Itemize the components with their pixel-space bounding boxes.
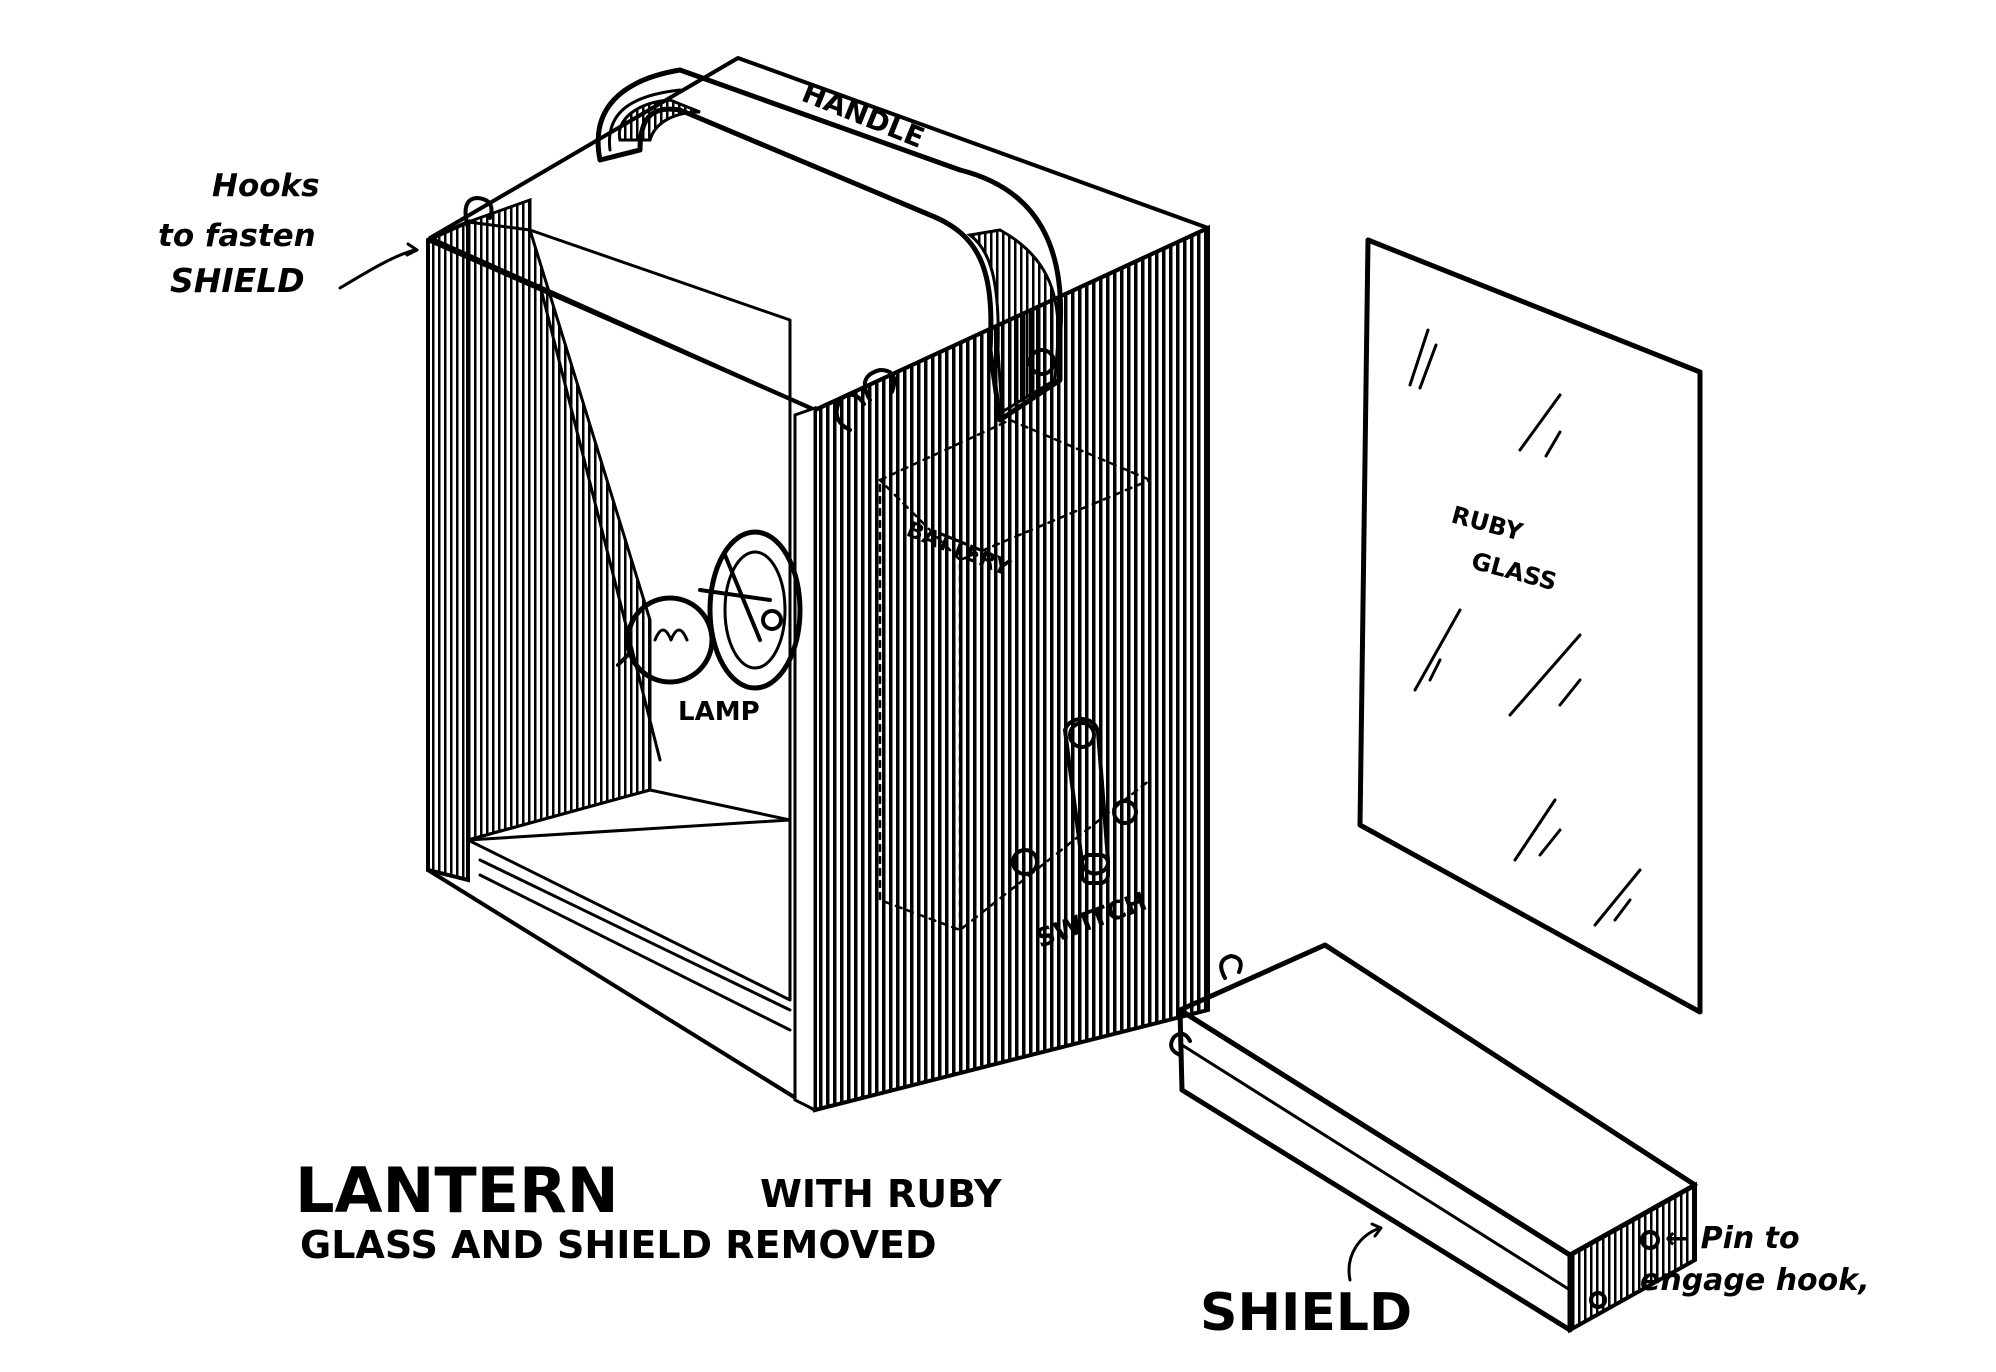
label-pin-line2: engage hook,: [1640, 1263, 1870, 1298]
label-ruby-line2: GLASS: [1468, 547, 1559, 597]
ruby-glass: [1357, 237, 1703, 1015]
label-ruby-line1: RUBY: [1448, 501, 1526, 547]
hook-front-right: [834, 392, 866, 432]
label-shield: SHIELD: [1200, 1283, 1412, 1343]
caption-title-rest1: WITH RUBY: [760, 1172, 1002, 1216]
switch-contact-right: [1112, 799, 1138, 825]
caption-title-rest2: GLASS AND SHIELD REMOVED: [300, 1223, 937, 1267]
label-hooks-line2: to fasten: [158, 218, 316, 254]
shield-leader-arrow: [1347, 1226, 1382, 1282]
lamp-bulb: [625, 595, 715, 685]
hook-top-left: [463, 196, 494, 230]
lantern-left-stile: [426, 218, 470, 883]
label-lamp: LAMP: [678, 697, 760, 727]
shield-end-face: [1568, 1181, 1697, 1334]
battery-outline: [878, 418, 1152, 932]
hooks-leader-arrow: [338, 248, 417, 290]
label-pin-line1: ← Pin to: [1665, 1221, 1800, 1256]
lamp-assembly: [616, 529, 803, 691]
shield-top-face: [1177, 942, 1698, 1258]
lantern-opening: [466, 220, 792, 1002]
lantern-box: [426, 56, 1210, 1113]
shield-front-face: [1177, 1007, 1573, 1333]
switch-contact-left: [1011, 848, 1039, 876]
label-hooks-line3: SHIELD: [170, 261, 305, 300]
shield: [1169, 942, 1698, 1334]
lamp-reflector-disc: [707, 529, 803, 691]
caption-title-big: LANTERN: [295, 1154, 619, 1227]
handle: [595, 67, 1064, 423]
switch-assembly: [1011, 717, 1138, 885]
label-handle: HANDLE: [797, 76, 929, 155]
label-hooks-line1: Hooks: [212, 168, 320, 204]
ruby-glass-pane: [1357, 237, 1703, 1015]
shield-pin: [1640, 1230, 1660, 1250]
